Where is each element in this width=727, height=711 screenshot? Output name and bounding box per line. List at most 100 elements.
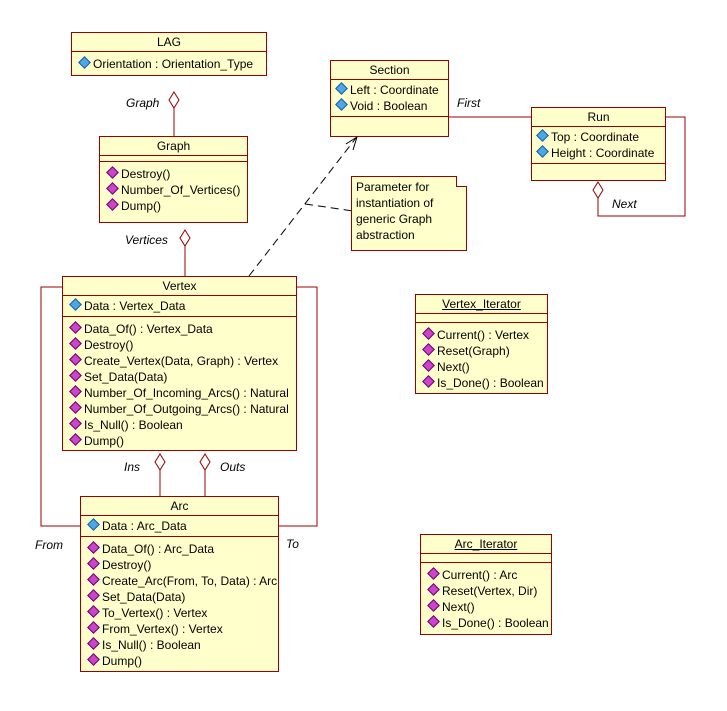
class-name: Graph [100, 137, 247, 156]
class-vertex-iterator[interactable]: Vertex_Iterator Current() : Vertex Reset… [415, 294, 548, 394]
attribute-compartment: Data : Arc_Data [81, 516, 278, 537]
arc-from-association [40, 286, 80, 527]
class-lag[interactable]: LAG Orientation : Orientation_Type [71, 32, 267, 76]
operation-row: To_Vertex() : Vertex [87, 605, 278, 621]
role-label-first: First [457, 96, 481, 110]
class-name: Vertex_Iterator [416, 295, 547, 314]
operation-icon [87, 589, 100, 602]
operation-icon [69, 417, 82, 430]
operation-text: Destroy() [102, 558, 152, 572]
operation-icon [427, 599, 440, 612]
operation-icon [69, 353, 82, 366]
outs-aggregation-diamond [199, 453, 211, 471]
class-section[interactable]: Section Left : Coordinate Void : Boolean [330, 60, 449, 137]
vertex-section-dependency [248, 137, 357, 277]
attribute-text: Data : Vertex_Data [84, 299, 186, 313]
operation-icon [422, 327, 435, 340]
operation-icon [69, 337, 82, 350]
run-next-aggregation-diamond [592, 181, 604, 199]
attribute-compartment: Data : Vertex_Data [63, 296, 296, 317]
operation-text: Set_Data(Data) [102, 590, 186, 604]
attribute-text: Void : Boolean [350, 99, 428, 113]
operation-text: Is_Null() : Boolean [102, 638, 201, 652]
attribute-compartment: Orientation : Orientation_Type [72, 52, 266, 74]
operation-text: Destroy() [84, 338, 134, 352]
operation-text: From_Vertex() : Vertex [102, 622, 223, 636]
operation-row: Data_Of() : Arc_Data [87, 541, 278, 557]
operation-text: Number_Of_Vertices() [121, 183, 241, 197]
operation-compartment: Data_Of() : Vertex_Data Destroy() Create… [63, 317, 296, 451]
class-graph[interactable]: Graph Destroy() Number_Of_Vertices() Dum… [99, 136, 248, 223]
operation-icon [422, 343, 435, 356]
note-line: abstraction [356, 228, 415, 242]
note-line: Parameter for [356, 180, 430, 194]
note-parameter[interactable]: Parameter for instantiation of generic G… [351, 176, 467, 251]
attribute-row: Left : Coordinate [335, 82, 448, 98]
operation-icon [87, 605, 100, 618]
class-arc-iterator[interactable]: Arc_Iterator Current() : Arc Reset(Verte… [420, 534, 552, 635]
operation-text: Data_Of() : Arc_Data [102, 542, 215, 556]
operation-row: Dump() [69, 433, 296, 449]
attribute-row: Orientation : Orientation_Type [78, 56, 266, 72]
operation-row: Create_Vertex(Data, Graph) : Vertex [69, 353, 296, 369]
role-label-ins: Ins [124, 460, 141, 474]
operation-text: Current() : Arc [442, 568, 518, 582]
role-label-outs: Outs [220, 460, 246, 474]
operation-row: Current() : Arc [427, 567, 551, 583]
role-label-graph: Graph [126, 96, 160, 110]
attribute-row: Height : Coordinate [536, 145, 665, 161]
class-name: Arc [81, 497, 278, 516]
ins-aggregation-diamond [154, 453, 166, 471]
class-name: LAG [72, 33, 266, 52]
operation-icon [87, 621, 100, 634]
operation-row: Set_Data(Data) [69, 369, 296, 385]
operation-icon [87, 637, 100, 650]
operation-text: Number_Of_Outgoing_Arcs() : Natural [84, 402, 289, 416]
attribute-icon [69, 298, 82, 311]
attribute-row: Data : Vertex_Data [69, 298, 296, 314]
operation-row: Is_Done() : Boolean [422, 375, 547, 391]
operation-row: Number_Of_Outgoing_Arcs() : Natural [69, 401, 296, 417]
operation-icon [69, 321, 82, 334]
operation-row: Reset(Vertex, Dir) [427, 583, 551, 599]
operation-icon [69, 385, 82, 398]
attribute-row: Data : Arc_Data [87, 518, 278, 534]
operation-icon [422, 375, 435, 388]
role-label-from: From [35, 538, 63, 552]
operation-row: Create_Arc(From, To, Data) : Arc [87, 573, 278, 589]
graph-vertex-aggregation-diamond [179, 229, 191, 247]
operation-icon [427, 583, 440, 596]
operation-text: Dump() [121, 199, 162, 213]
attribute-icon [335, 98, 348, 111]
operation-text: Is_Null() : Boolean [84, 418, 183, 432]
operation-row: Number_Of_Vertices() [106, 182, 247, 198]
class-name: Section [331, 61, 448, 80]
arc-to-association [279, 286, 318, 527]
operation-row: Number_Of_Incoming_Arcs() : Natural [69, 385, 296, 401]
operation-row: Current() : Vertex [422, 327, 547, 343]
operation-row: Next() [427, 599, 551, 615]
operation-row: Next() [422, 359, 547, 375]
operation-text: Dump() [102, 654, 143, 668]
operation-text: Reset(Graph) [437, 344, 510, 358]
class-vertex[interactable]: Vertex Data : Vertex_Data Data_Of() : Ve… [62, 276, 297, 451]
operation-row: Set_Data(Data) [87, 589, 278, 605]
class-name: Arc_Iterator [421, 535, 551, 554]
class-name: Vertex [63, 277, 296, 296]
operation-text: Create_Vertex(Data, Graph) : Vertex [84, 354, 279, 368]
class-arc[interactable]: Arc Data : Arc_Data Data_Of() : Arc_Data… [80, 496, 279, 672]
operation-text: Is_Done() : Boolean [442, 616, 549, 630]
attribute-text: Orientation : Orientation_Type [93, 57, 254, 71]
operation-icon [87, 541, 100, 554]
operation-icon [427, 567, 440, 580]
attribute-icon [87, 518, 100, 531]
run-next-association [597, 116, 686, 217]
operation-text: Current() : Vertex [437, 328, 530, 342]
class-run[interactable]: Run Top : Coordinate Height : Coordinate [531, 107, 666, 181]
operation-row: Is_Null() : Boolean [87, 637, 278, 653]
attribute-icon [536, 129, 549, 142]
note-anchor-line [304, 203, 354, 212]
operation-icon [422, 359, 435, 372]
operation-icon [69, 369, 82, 382]
